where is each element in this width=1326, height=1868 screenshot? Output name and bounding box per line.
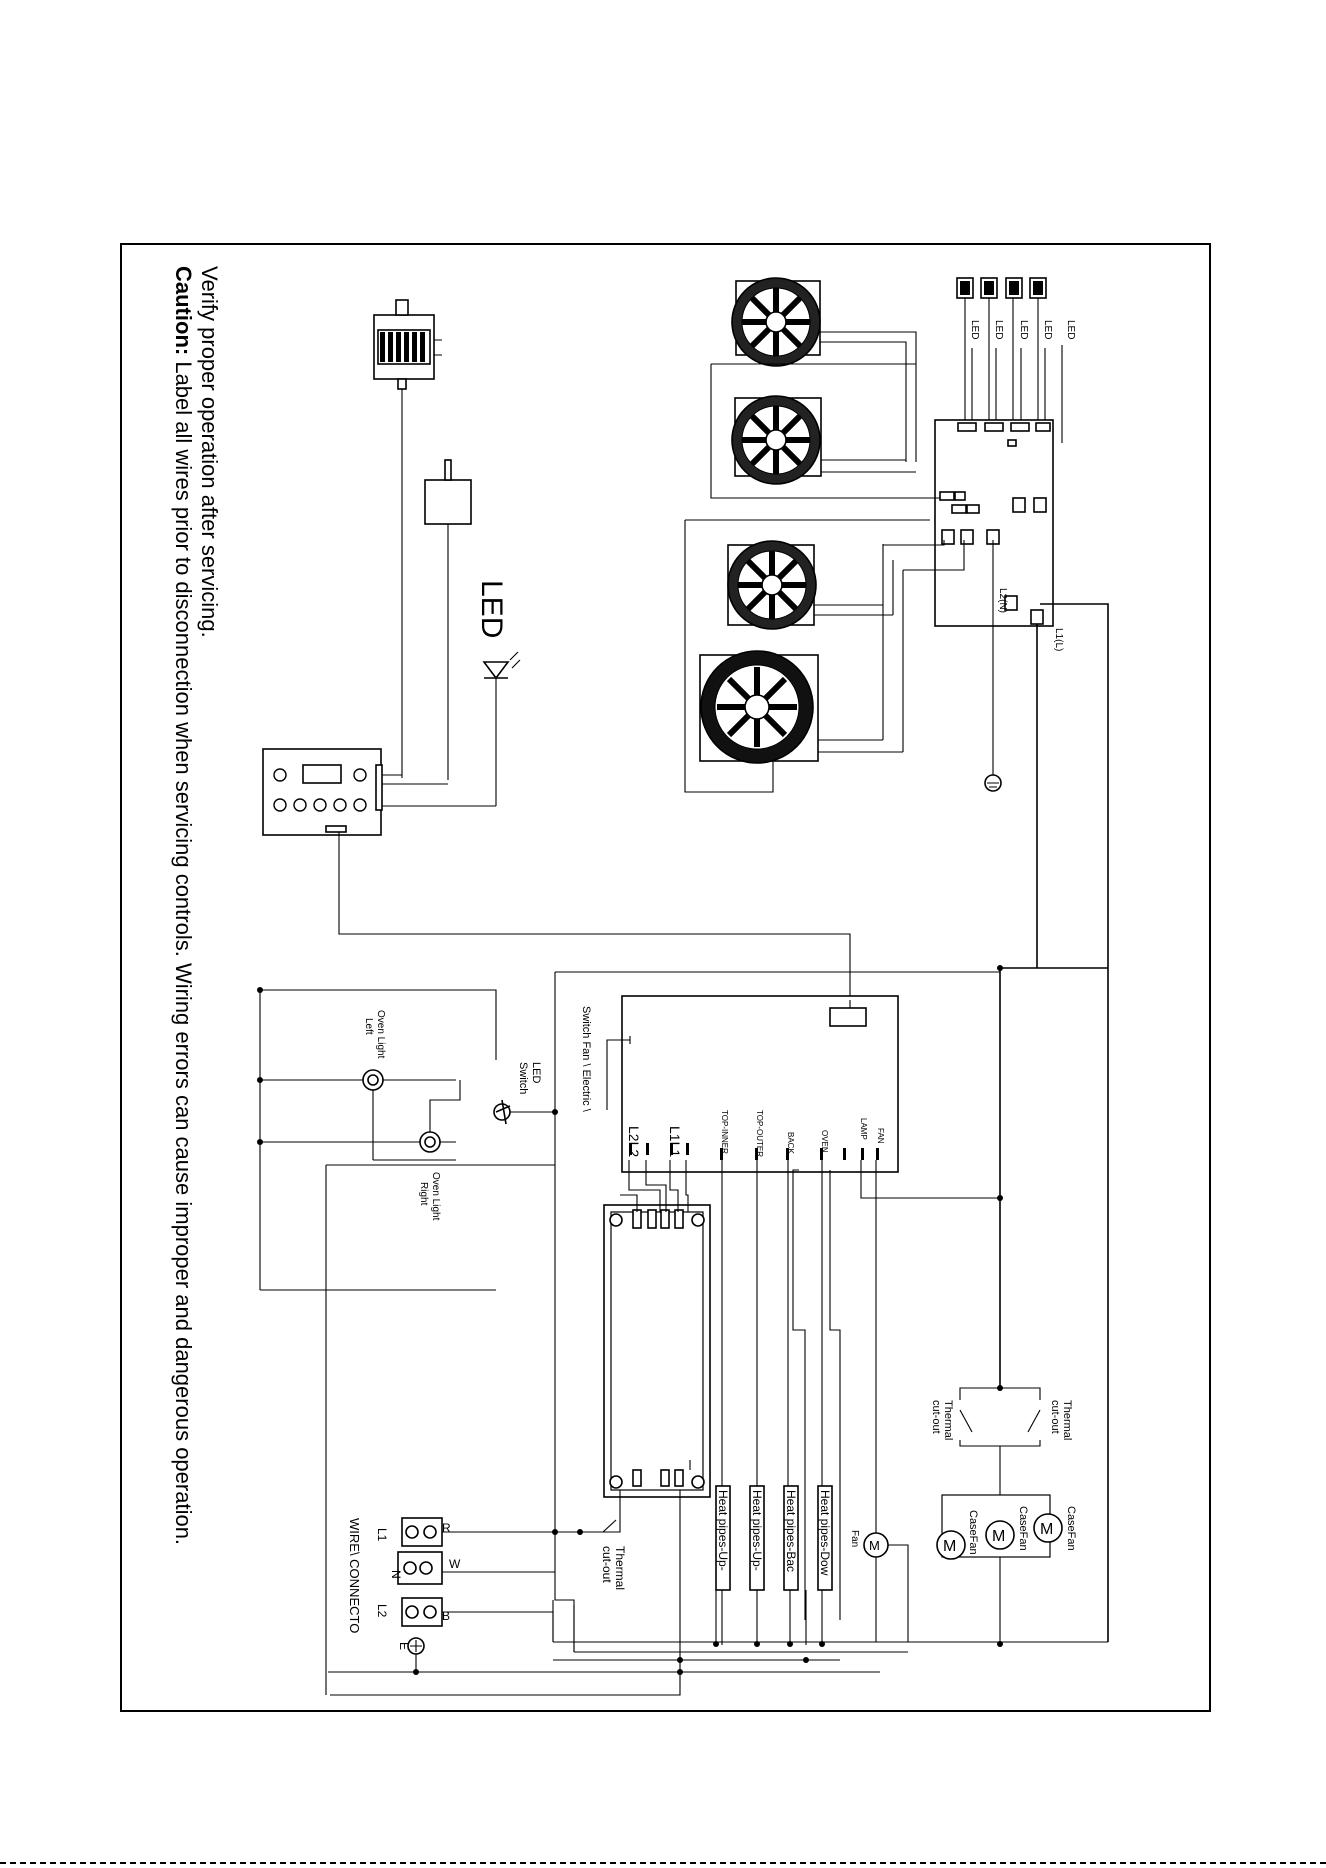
heat-pipes-up-2-label: Heat pipes-Up- <box>750 1490 764 1571</box>
terminal-n: N <box>389 1570 403 1579</box>
case-fan-1-icon <box>1033 1513 1063 1543</box>
l1l-label: L1(L) <box>1053 628 1064 651</box>
led-big-label: LED <box>475 580 508 638</box>
thermal-cutout-right-1: Thermal <box>1061 1400 1073 1440</box>
terminal-l1l1-label: L1L1 <box>667 1126 683 1157</box>
terminal-l2: L2 <box>375 1604 389 1618</box>
terminal-b: B <box>442 1609 450 1623</box>
diagram-frame <box>120 243 1211 1712</box>
svg-text:cut-out: cut-out <box>930 1400 942 1434</box>
top-inner-label: TOP-INNER <box>720 1110 729 1154</box>
thermal-cutout-left-1: Thermal <box>613 1546 627 1590</box>
switch-fan-electric-label: Switch Fan \ Electric \ <box>580 1006 592 1113</box>
case-fans: M M M CaseFan CaseFan CaseFan <box>936 967 1109 1644</box>
led-label-1: LED <box>969 320 980 339</box>
lamp-label: LAMP <box>859 1118 868 1140</box>
timer-control <box>262 748 851 1000</box>
heat-pipes: Heat pipes-Up- Heat pipes-Up- Heat pipes… <box>715 1160 841 1645</box>
wire-connector-label: WIRE\ CONNECTO <box>347 1518 362 1633</box>
oven-light-left-label-2: Left <box>363 1018 374 1035</box>
oven-light-right-label-2: Right <box>418 1182 429 1206</box>
fan-label: FAN <box>876 1128 885 1144</box>
svg-text:M: M <box>992 1528 1005 1545</box>
case-fan-2-icon <box>985 1520 1015 1550</box>
fan-motor-4 <box>699 650 903 764</box>
fan-motor-3 <box>727 540 893 630</box>
l2n-label: L2(N) <box>997 588 1008 613</box>
thermal-cutout-left-2: cut-out <box>600 1546 614 1583</box>
led-diode-icon <box>482 661 510 680</box>
led-label-3: LED <box>1018 320 1029 339</box>
case-fan-1-label: CaseFan <box>1065 1506 1077 1551</box>
terminal-block-icon <box>397 1517 443 1627</box>
oven-label: OVEN <box>820 1130 829 1153</box>
fan-motors <box>684 277 965 793</box>
oven-light-left-label-1: Oven Light <box>375 1010 386 1059</box>
caution-line-1: Label all wires prior to disconnection w… <box>171 361 196 1545</box>
rotary-selector-switch <box>373 299 442 778</box>
fan-motor-2 <box>710 363 940 499</box>
svg-text:M: M <box>943 1538 956 1555</box>
relay-block <box>603 1160 711 1498</box>
fan-motor-label: Fan <box>849 1530 860 1547</box>
thermal-cutouts-right: Thermal cut-out Thermal cut-out <box>930 965 1073 1495</box>
led-control-board <box>934 419 1054 627</box>
svg-text:M: M <box>1040 1521 1053 1538</box>
led-label-2: LED <box>993 320 1004 339</box>
top-outer-label: TOP-OUTER <box>755 1110 764 1157</box>
oven-light-circuit: Oven Light Left Oven Light Right LED Swi… <box>257 971 1000 1695</box>
main-control-board: L2L2 L1L1 TOP-INNER TOP-OUTER BACK OVEN … <box>580 995 899 1173</box>
terminal-l1: L1 <box>375 1528 389 1542</box>
case-fan-2-label: CaseFan <box>1017 1506 1029 1551</box>
case-fan-3-icon <box>936 1530 966 1560</box>
caution-note: Caution: Label all wires prior to discon… <box>171 266 222 1545</box>
led-connector-icons <box>956 277 1047 299</box>
fan-lamp-wiring: M Fan <box>849 1160 1000 1642</box>
led-label-5: LED <box>1065 320 1076 339</box>
svg-text:Caution: Label all wires prior: Caution: Label all wires prior to discon… <box>171 266 196 1545</box>
heat-pipes-back-label: Heat pipes-Bac <box>784 1490 798 1572</box>
page-cut-line <box>0 1862 1326 1864</box>
case-fan-3-label: CaseFan <box>967 1510 979 1555</box>
oven-light-right-label-1: Oven Light <box>430 1172 441 1221</box>
terminal-r: R <box>442 1521 451 1535</box>
led-switch-label-1: LED <box>530 1062 542 1083</box>
heat-pipes-up-1-label: Heat pipes-Up- <box>716 1490 730 1571</box>
wire-connector: Thermal cut-out R W B L1 N L2 E WIRE\ CO… <box>330 1490 681 1696</box>
fan-motor-m-label: M <box>869 1538 880 1553</box>
terminal-w: W <box>449 1557 461 1571</box>
fan-motor-1 <box>731 277 917 462</box>
back-label: BACK <box>786 1132 795 1154</box>
svg-text:cut-out: cut-out <box>1049 1400 1061 1434</box>
terminal-l2l2-label: L2L2 <box>626 1126 642 1157</box>
caution-line-2: Verify proper operation after servicing. <box>197 266 222 638</box>
thermal-cutout-right-2: Thermal <box>942 1400 954 1440</box>
led-switch-label-2: Switch <box>517 1062 529 1094</box>
led-label-4: LED <box>1042 320 1053 339</box>
caution-title: Caution: <box>171 266 196 355</box>
led-lamp: LED <box>475 580 521 806</box>
terminal-e: E <box>397 1642 411 1650</box>
led-module: LED LED LED LED LED L2(N) L1(L) <box>934 277 1109 968</box>
heat-pipes-down-label: Heat pipes-Dow <box>818 1490 832 1576</box>
thermostat <box>424 459 472 780</box>
